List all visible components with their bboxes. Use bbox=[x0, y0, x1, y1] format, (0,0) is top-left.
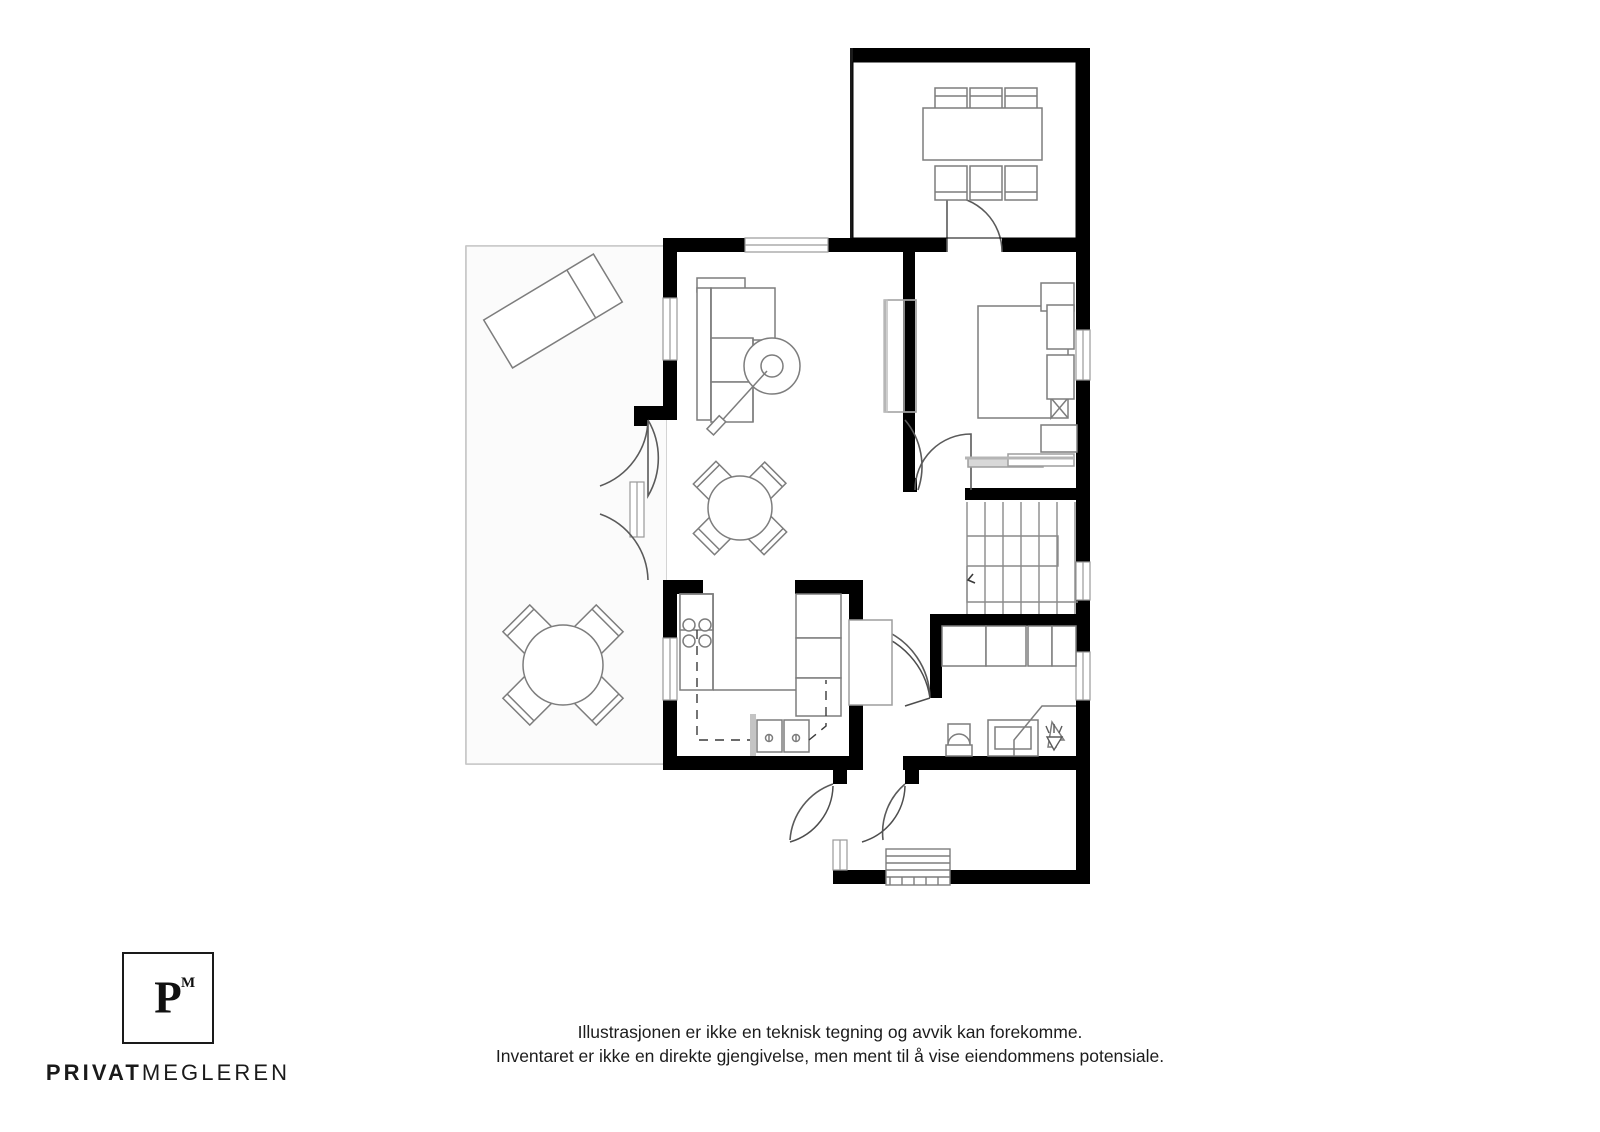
door-terrace-upper bbox=[647, 419, 660, 499]
wordmark-megleren: MEGLEREN bbox=[141, 1060, 291, 1085]
disclaimer-line-2: Inventaret er ikke en direkte gjengivels… bbox=[495, 1046, 1165, 1067]
wall-outlines bbox=[852, 61, 1077, 239]
door-terrace-upper-arc bbox=[599, 419, 649, 487]
shower-furniture bbox=[1013, 705, 1076, 756]
brand-wordmark: PRIVATMEGLEREN bbox=[38, 1060, 298, 1086]
toilet-furniture bbox=[945, 723, 973, 757]
logo-letter-p: P bbox=[154, 972, 182, 1023]
wordmark-privat: PRIVAT bbox=[45, 1060, 142, 1085]
stove-furniture bbox=[682, 618, 712, 648]
window-left-living bbox=[662, 297, 678, 361]
vanity-sink-furniture bbox=[987, 719, 1039, 757]
door-entry-left-arc bbox=[789, 783, 834, 841]
window-terrace-door-mid bbox=[629, 481, 645, 538]
footer: P M PRIVATMEGLEREN Illustrasjonen er ikk… bbox=[0, 942, 1600, 1132]
window-right-bathroom bbox=[1075, 651, 1091, 701]
double-sink-furniture bbox=[756, 719, 810, 753]
window-entry-bottom bbox=[832, 839, 848, 871]
staircase-furniture bbox=[965, 456, 1078, 614]
corner-sofa-furniture bbox=[696, 277, 776, 423]
logo-letter-m-superscript: M bbox=[181, 975, 196, 991]
door-dining bbox=[946, 195, 1003, 253]
entry-steps-furniture bbox=[885, 848, 951, 886]
disclaimer-line-1: Illustrasjonen er ikke en teknisk tegnin… bbox=[577, 1022, 1083, 1042]
kitchen-furniture bbox=[679, 593, 893, 756]
window-right-bedroom bbox=[1075, 329, 1091, 381]
dining-table-6-furniture bbox=[922, 87, 1043, 201]
round-side-table-furniture bbox=[743, 337, 801, 395]
door-bedroom-arc bbox=[904, 419, 923, 491]
round-dining-table-4-furniture bbox=[692, 460, 788, 556]
door-terrace-lower-arc bbox=[599, 513, 649, 581]
bathroom-furniture bbox=[941, 625, 1077, 757]
stair-direction-arrow bbox=[966, 573, 976, 584]
disclaimer-text: Illustrasjonen er ikke en teknisk tegnin… bbox=[330, 1020, 1330, 1068]
floor-lamp-furniture bbox=[705, 370, 768, 437]
living-room-furniture bbox=[692, 277, 888, 556]
door-bedroom bbox=[914, 433, 972, 491]
window-top-living bbox=[744, 237, 829, 253]
bedroom-furniture bbox=[884, 282, 1078, 468]
wardrobe-furniture bbox=[1040, 304, 1078, 453]
windows-group bbox=[629, 237, 1091, 871]
window-right-hall bbox=[1075, 561, 1091, 601]
outdoor-round-table-4-furniture bbox=[501, 603, 625, 727]
sun-lounger-furniture bbox=[482, 253, 624, 369]
logo-mark-box: P M bbox=[122, 952, 214, 1044]
refrigerator-furniture bbox=[848, 619, 893, 706]
window-left-kitchen bbox=[662, 637, 678, 701]
brand-logo: P M PRIVATMEGLEREN bbox=[38, 952, 298, 1086]
bathroom-cabinets-furniture bbox=[941, 625, 1077, 667]
door-entry-right-arc bbox=[881, 783, 906, 841]
